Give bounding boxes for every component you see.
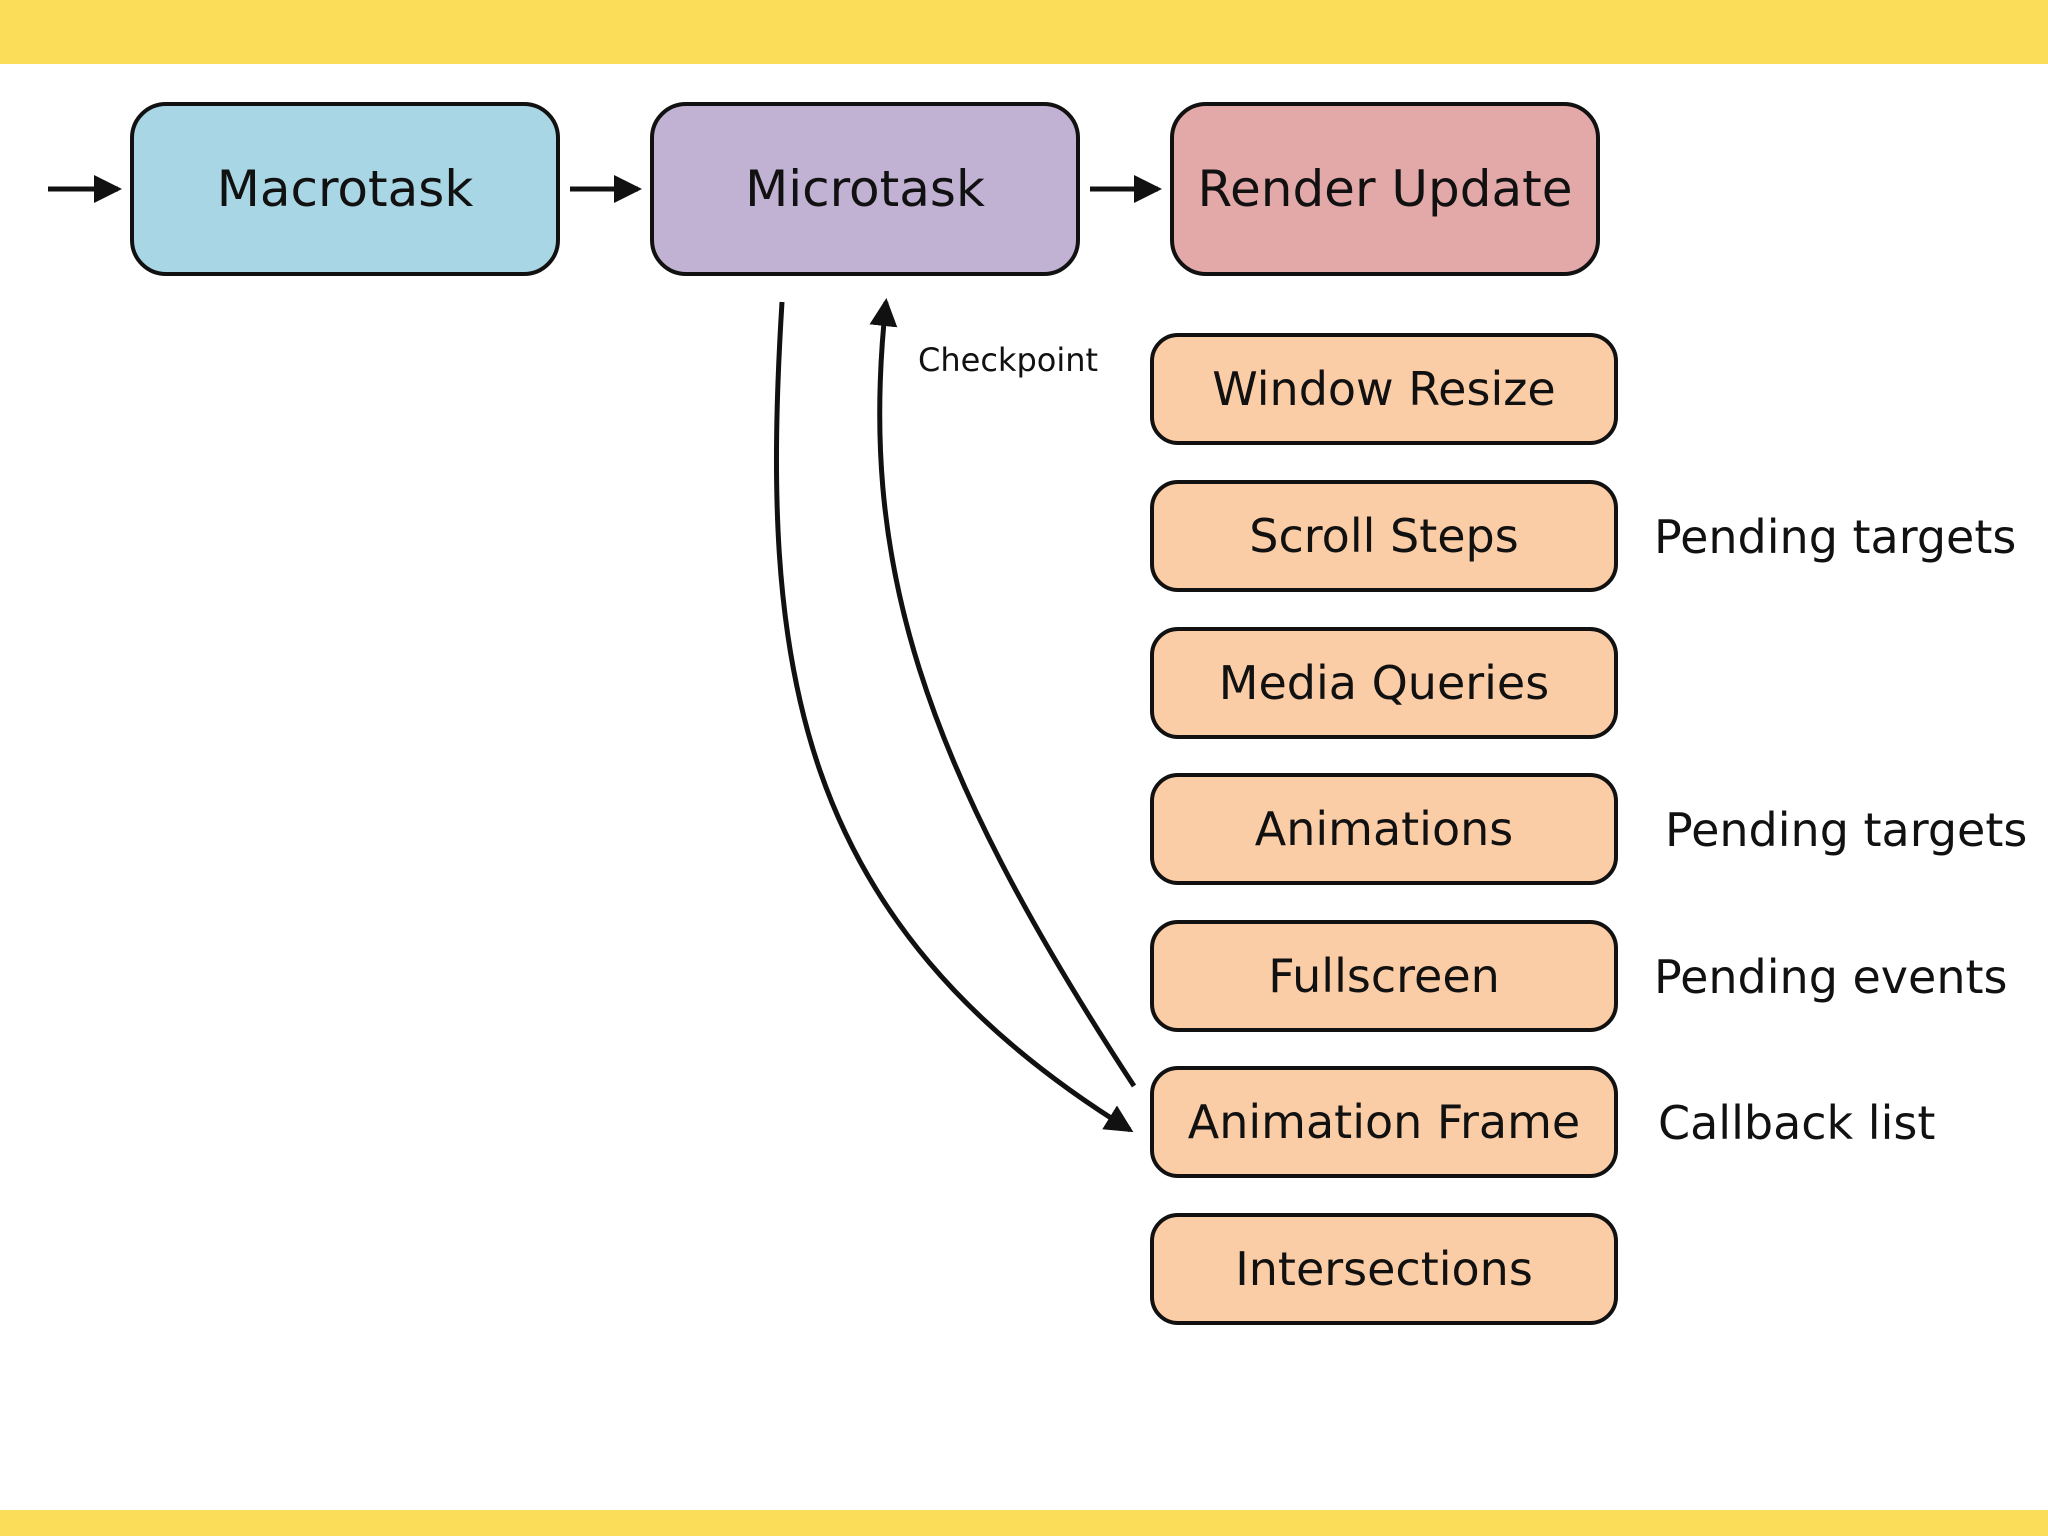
note-animations: Pending targets xyxy=(1665,803,2028,857)
step-label: Fullscreen xyxy=(1268,949,1500,1003)
render-update-box: Render Update xyxy=(1170,102,1600,276)
microtask-label: Microtask xyxy=(745,160,985,218)
microtask-to-animation-frame-arrow xyxy=(773,301,1134,1133)
macrotask-box: Macrotask xyxy=(130,102,560,276)
step-intersections: Intersections xyxy=(1150,1213,1618,1325)
step-fullscreen: Fullscreen xyxy=(1150,920,1618,1032)
top-banner xyxy=(0,0,2048,64)
step-window-resize: Window Resize xyxy=(1150,333,1618,445)
animation-frame-to-microtask-arrow xyxy=(869,298,1137,1088)
step-scroll-steps: Scroll Steps xyxy=(1150,480,1618,592)
step-label: Media Queries xyxy=(1218,656,1550,710)
bottom-banner xyxy=(0,1510,2048,1536)
step-label: Animation Frame xyxy=(1187,1095,1581,1149)
render-update-label: Render Update xyxy=(1197,160,1573,218)
step-animation-frame: Animation Frame xyxy=(1150,1066,1618,1178)
step-label: Window Resize xyxy=(1212,362,1556,416)
step-media-queries: Media Queries xyxy=(1150,627,1618,739)
step-animations: Animations xyxy=(1150,773,1618,885)
microtask-box: Microtask xyxy=(650,102,1080,276)
step-label: Scroll Steps xyxy=(1249,509,1519,563)
note-animation-frame: Callback list xyxy=(1658,1096,1936,1150)
macrotask-label: Macrotask xyxy=(216,160,474,218)
step-label: Intersections xyxy=(1235,1242,1533,1296)
step-label: Animations xyxy=(1254,802,1514,856)
checkpoint-label: Checkpoint xyxy=(918,341,1099,379)
note-scroll-steps: Pending targets xyxy=(1654,510,2017,564)
note-fullscreen: Pending events xyxy=(1654,950,2008,1004)
